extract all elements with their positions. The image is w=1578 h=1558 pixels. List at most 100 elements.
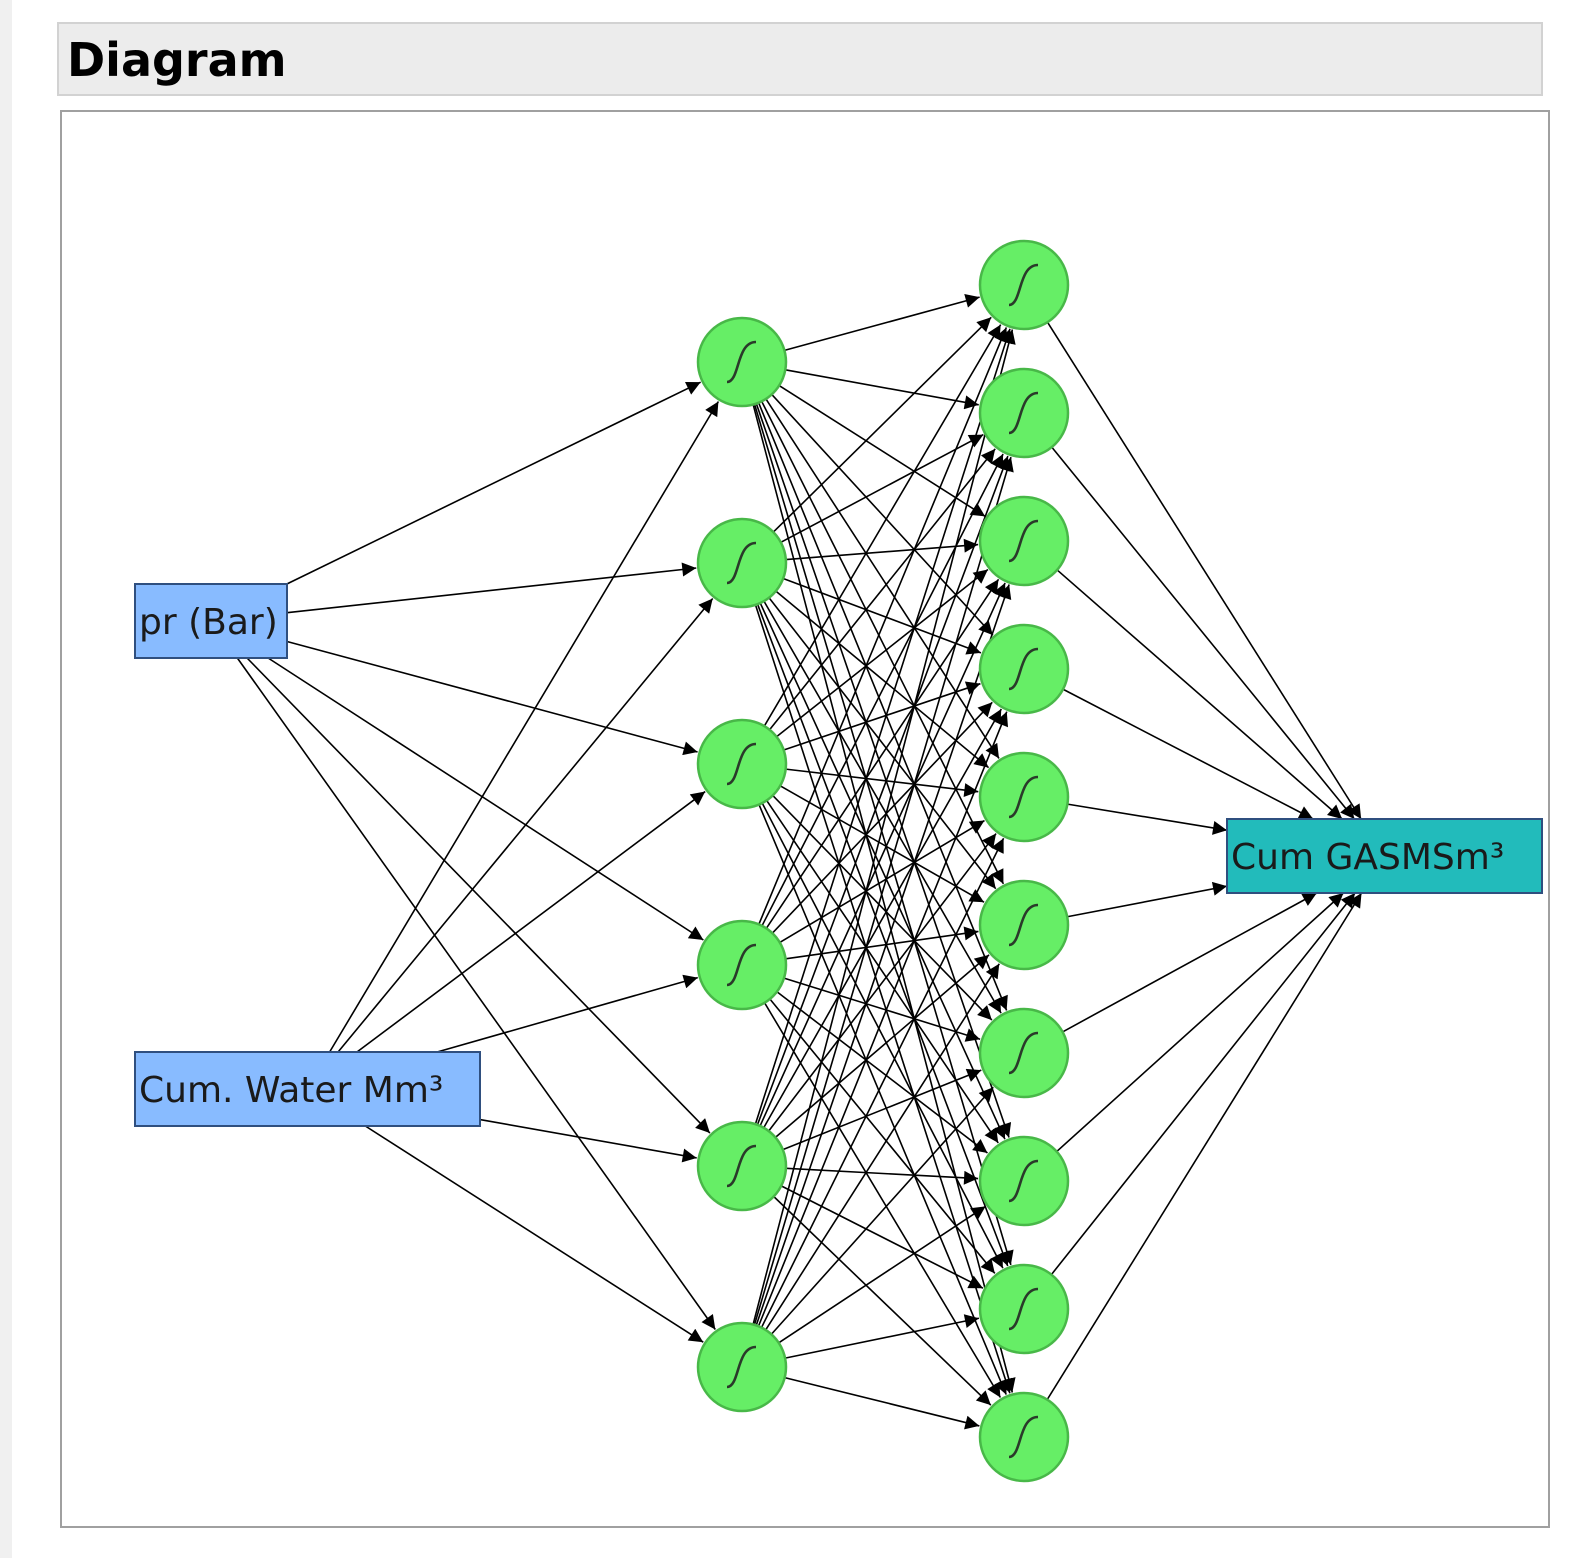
- edge-h1-3-h2-2: [768, 448, 996, 731]
- edge-h1-4-h2-10: [763, 1002, 1002, 1398]
- edge-h1-5-h2-4: [763, 708, 1002, 1129]
- edge-h1-6-h2-9: [784, 1314, 980, 1359]
- edge-h1-1-h2-9: [753, 403, 1014, 1266]
- edge-h1-6-h2-1: [752, 329, 1016, 1325]
- edge-input2-h1-6: [364, 1125, 704, 1343]
- neuron-circle: [696, 316, 788, 408]
- edge-h1-3-h2-6: [779, 785, 985, 903]
- neuron-circle: [696, 919, 788, 1011]
- edge-h2-1-output: [1046, 321, 1362, 820]
- neuron-circle: [978, 1263, 1070, 1355]
- hidden1-neuron-4[interactable]: [696, 919, 788, 1011]
- neuron-circle: [978, 751, 1070, 843]
- edge-h1-4-h2-1: [758, 327, 1008, 925]
- sigmoid-icon: [1008, 775, 1039, 819]
- sigmoid-icon: [726, 1345, 757, 1389]
- nodes: pr (Bar) Cum. Water Mm³ Cum GASMSm³: [134, 239, 1543, 1483]
- neuron-circle: [978, 1391, 1070, 1483]
- edge-input2-h1-5: [479, 1118, 697, 1163]
- sigmoid-icon: [1008, 519, 1039, 563]
- hidden1-neuron-5[interactable]: [696, 1120, 788, 1212]
- neuron-circle: [978, 495, 1070, 587]
- hidden2-neuron-1[interactable]: [978, 239, 1070, 331]
- edge-h1-3-h2-8: [765, 799, 999, 1144]
- hidden1-neuron-3[interactable]: [696, 718, 788, 810]
- neuron-circle: [978, 879, 1070, 971]
- sigmoid-icon: [726, 541, 757, 585]
- sigmoid-icon: [1008, 1287, 1039, 1331]
- neuron-circle: [696, 1321, 788, 1413]
- edge-h1-6-h2-3: [755, 584, 1012, 1326]
- sigmoid-icon: [1008, 1159, 1039, 1203]
- edge-h1-1-h2-7: [757, 402, 1008, 1011]
- hidden2-neuron-5[interactable]: [978, 751, 1070, 843]
- edge-h2-9-output: [1050, 892, 1356, 1276]
- edge-h1-5-h2-5: [768, 833, 997, 1132]
- hidden2-neuron-7[interactable]: [978, 1007, 1070, 1099]
- sigmoid-icon: [726, 340, 757, 384]
- hidden2-neuron-3[interactable]: [978, 495, 1070, 587]
- sigmoid-icon: [726, 1144, 757, 1188]
- edge-h1-4-h2-8: [776, 991, 988, 1154]
- panel-header: Diagram: [57, 22, 1543, 96]
- edge-h2-8-output: [1056, 892, 1344, 1153]
- edge-h1-5-h2-7: [782, 1068, 982, 1151]
- sigmoid-icon: [1008, 1415, 1039, 1459]
- diagram-panel: pr (Bar) Cum. Water Mm³ Cum GASMSm³: [60, 110, 1550, 1528]
- hidden2-neuron-8[interactable]: [978, 1135, 1070, 1227]
- edge-input1-h1-3: [286, 640, 698, 756]
- output-node-cum-gas-box: [1226, 818, 1543, 894]
- edge-h1-5-h2-3: [759, 582, 1006, 1127]
- hidden2-neuron-10[interactable]: [978, 1391, 1070, 1483]
- input-node-cum-water-label: Cum. Water Mm³: [139, 1070, 443, 1111]
- hidden1-neuron-2[interactable]: [696, 517, 788, 609]
- hidden2-neuron-6[interactable]: [978, 879, 1070, 971]
- edge-h1-1-h2-3: [778, 384, 986, 518]
- edge-h1-2-h2-3: [785, 538, 979, 561]
- output-node-cum-gas[interactable]: Cum GASMSm³: [1226, 818, 1543, 894]
- edge-h1-2-h2-1: [772, 316, 992, 533]
- edge-h2-4-output: [1062, 688, 1314, 820]
- edge-h1-4-h2-5: [779, 819, 985, 944]
- edge-h1-1-h2-10: [752, 404, 1016, 1393]
- edge-input1-h1-1: [286, 381, 702, 585]
- edge-h2-10-output: [1046, 892, 1363, 1401]
- edge-h1-3-h2-1: [763, 324, 1002, 727]
- edge-h1-5-h2-9: [780, 1185, 984, 1289]
- input-node-cum-water[interactable]: Cum. Water Mm³: [134, 1051, 481, 1127]
- edge-h2-5-output: [1067, 803, 1228, 835]
- edge-h1-2-h2-5: [775, 590, 990, 769]
- neuron-circle: [696, 1120, 788, 1212]
- neuron-circle: [978, 623, 1070, 715]
- hidden2-neuron-9[interactable]: [978, 1263, 1070, 1355]
- input-node-pr[interactable]: pr (Bar): [134, 583, 288, 659]
- hidden1-neuron-1[interactable]: [696, 316, 788, 408]
- edge-h1-1-h2-1: [784, 294, 980, 352]
- neuron-circle: [978, 1007, 1070, 1099]
- edge-h2-7-output: [1062, 892, 1318, 1033]
- edge-h1-4-h2-3: [765, 578, 1000, 929]
- hidden2-neuron-4[interactable]: [978, 623, 1070, 715]
- edge-h1-2-h2-4: [782, 577, 982, 655]
- output-node-cum-gas-label: Cum GASMSm³: [1231, 837, 1504, 878]
- edge-h1-3-h2-9: [761, 802, 1004, 1269]
- edge-h1-5-h2-2: [756, 455, 1010, 1126]
- edge-input1-h1-6: [236, 657, 716, 1330]
- edge-input2-h1-1: [328, 401, 720, 1053]
- hidden2-neuron-2[interactable]: [978, 367, 1070, 459]
- edge-input2-h1-2: [337, 597, 714, 1053]
- sigmoid-icon: [1008, 391, 1039, 435]
- hidden1-neuron-6[interactable]: [696, 1321, 788, 1413]
- edge-h1-1-h2-6: [760, 400, 1005, 885]
- edge-h1-6-h2-8: [778, 1205, 987, 1344]
- edge-input1-h1-4: [267, 657, 704, 941]
- edge-h1-2-h2-10: [754, 604, 1013, 1394]
- edge-h1-6-h2-4: [757, 711, 1009, 1327]
- neuron-circle: [978, 367, 1070, 459]
- edge-input2-h1-4: [436, 974, 698, 1053]
- window-left-edge: [0, 0, 12, 1558]
- sigmoid-icon: [1008, 1031, 1039, 1075]
- input-node-cum-water-box: [134, 1051, 481, 1127]
- edge-h1-3-h2-4: [783, 681, 981, 751]
- sigmoid-icon: [1008, 263, 1039, 307]
